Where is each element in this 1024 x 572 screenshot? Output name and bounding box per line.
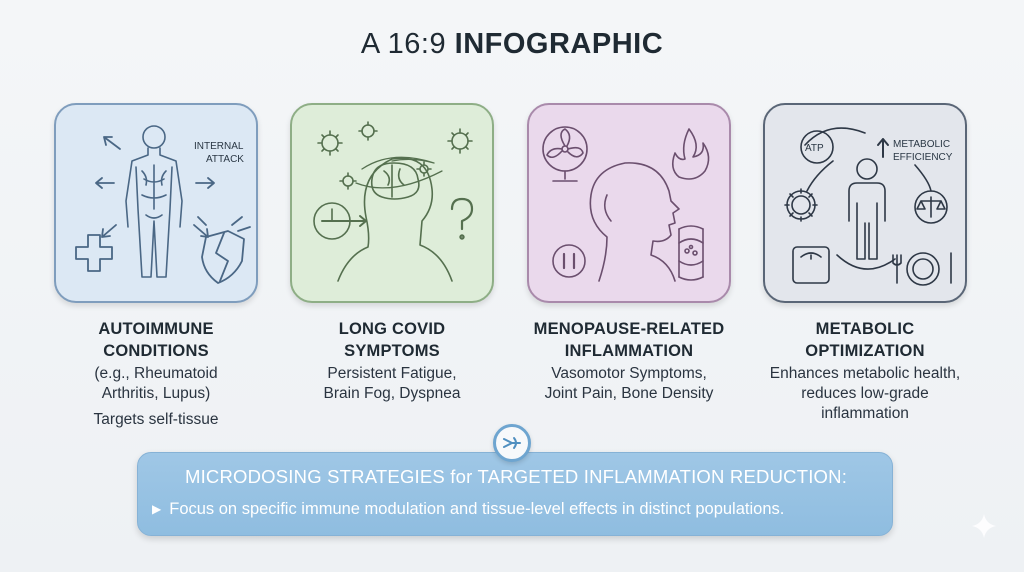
caption-body: (e.g., Rheumatoid xyxy=(94,365,218,382)
atp-circle xyxy=(800,130,834,164)
title-prefix: A 16:9 xyxy=(360,28,447,60)
metabolic-caption: METABOLIC OPTIMIZATION Enhances metaboli… xyxy=(747,318,983,424)
person-icon xyxy=(848,158,886,260)
caption-body: Persistent Fatigue, xyxy=(327,365,457,382)
cycle-arrow xyxy=(804,127,866,146)
menopause-panel xyxy=(527,103,731,303)
attack-label: ATTACK xyxy=(206,154,244,165)
banner-title: MICRODOSING STRATEGIES for TARGETED INFL… xyxy=(184,466,848,487)
microdose-droplet-icon xyxy=(493,424,531,462)
broken-shield-icon xyxy=(197,216,251,284)
clock-icon xyxy=(313,202,367,240)
long-covid-caption: LONG COVID SYMPTOMS Persistent Fatigue, … xyxy=(274,318,510,404)
internal-label: INTERNAL xyxy=(194,141,244,152)
pause-icon xyxy=(552,244,586,278)
metabolic-label: METABOLIC xyxy=(893,139,950,150)
human-body-icon xyxy=(125,125,183,278)
title-main: INFOGRAPHIC xyxy=(454,28,664,60)
flame-icon xyxy=(671,128,710,180)
banner-subtitle-row: ▶ Focus on specific immune modulation and… xyxy=(152,500,882,519)
arrow-icon xyxy=(95,136,215,238)
metabolic-illustration: ATP METABOLIC EFFICIENCY xyxy=(784,127,953,286)
sparkle-icon xyxy=(972,514,996,538)
long-covid-panel xyxy=(290,103,494,303)
caption-body: reduces low-grade xyxy=(801,385,929,402)
autoimmune-caption: AUTOIMMUNE CONDITIONS (e.g., Rheumatoid … xyxy=(38,318,274,430)
bone-joint-icon xyxy=(678,225,704,281)
strategy-banner: MICRODOSING STRATEGIES for TARGETED INFL… xyxy=(137,452,893,536)
menopause-caption: MENOPAUSE-RELATED INFLAMMATION Vasomotor… xyxy=(511,318,747,404)
caption-body: Vasomotor Symptoms, xyxy=(551,365,707,382)
caption-title: CONDITIONS xyxy=(103,342,209,360)
caption-title: AUTOIMMUNE xyxy=(98,320,214,338)
balance-icon xyxy=(914,190,948,224)
question-mark-icon xyxy=(450,197,474,240)
menopause-illustration xyxy=(542,126,710,282)
connection-lines xyxy=(806,160,932,270)
caption-title: MENOPAUSE-RELATED xyxy=(533,320,725,338)
banner-subtitle: Focus on specific immune modulation and … xyxy=(169,500,785,518)
autoimmune-illustration: INTERNAL ATTACK xyxy=(75,125,251,284)
caption-body: Enhances metabolic health, xyxy=(769,365,961,382)
page-title: A 16:9 INFOGRAPHIC xyxy=(0,28,1024,61)
atp-label: ATP xyxy=(805,143,824,154)
caption-title: OPTIMIZATION xyxy=(805,342,925,360)
scale-icon xyxy=(792,246,830,284)
autoimmune-panel: INTERNAL ATTACK xyxy=(54,103,258,303)
caption-title: METABOLIC xyxy=(815,320,915,338)
caption-extra: Targets self-tissue xyxy=(93,411,219,428)
head-brain-icon xyxy=(337,156,453,282)
female-profile-icon xyxy=(589,162,680,282)
plate-icon xyxy=(892,252,952,286)
caption-body: inflammation xyxy=(821,405,909,422)
metabolic-panel: ATP METABOLIC EFFICIENCY xyxy=(763,103,967,303)
caption-title: INFLAMMATION xyxy=(564,342,694,360)
caption-body: Brain Fog, Dyspnea xyxy=(323,385,461,402)
long-covid-illustration xyxy=(313,121,474,282)
efficiency-label: EFFICIENCY xyxy=(893,152,953,163)
virus-icon xyxy=(317,121,473,190)
caption-title: SYMPTOMS xyxy=(344,342,440,360)
triangle-right-icon: ▶ xyxy=(152,502,162,516)
caption-body: Arthritis, Lupus) xyxy=(101,385,211,402)
caption-title: LONG COVID xyxy=(338,320,446,338)
caption-body: Joint Pain, Bone Density xyxy=(544,385,714,402)
fan-icon xyxy=(542,126,588,182)
gear-icon xyxy=(784,188,818,222)
cross-icon xyxy=(75,234,113,272)
up-arrow-icon xyxy=(877,138,889,158)
